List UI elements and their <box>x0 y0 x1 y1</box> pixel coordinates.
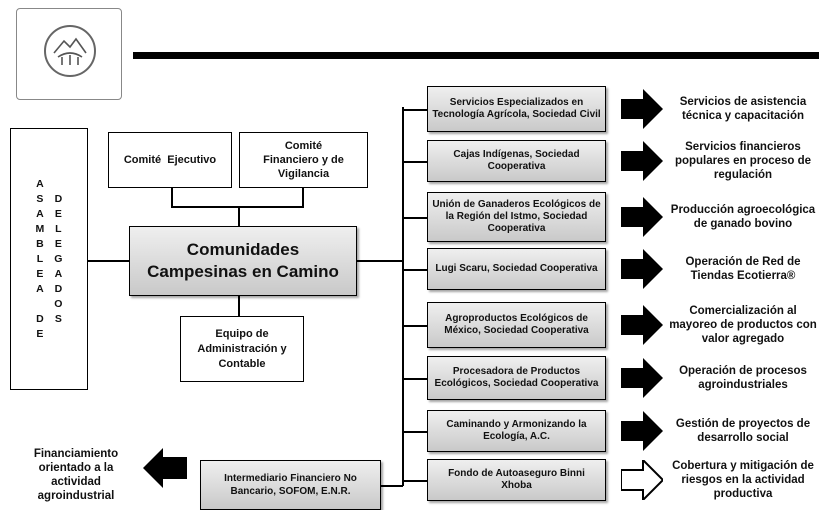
asamblea-letter: E <box>36 327 44 340</box>
asamblea-letter: D <box>54 282 63 295</box>
connector <box>171 206 304 208</box>
outcome-label: Servicios financieros populares en proce… <box>674 141 812 181</box>
entity-label: Procesadora de Productos Ecológicos, Soc… <box>434 366 599 389</box>
arrow-right-icon <box>621 141 663 181</box>
arrow-right-icon <box>621 411 663 451</box>
comite-ejecutivo-label: Comité Ejecutivo <box>123 154 217 166</box>
arrow-right-icon <box>621 89 663 129</box>
asamblea-letter: D <box>54 192 63 205</box>
comite-financiero-label: Comité Financiero y de Vigilancia <box>263 140 344 180</box>
connector <box>403 480 427 482</box>
entity-label: Fondo de Autoaseguro Binni Xhoba <box>448 468 585 491</box>
arrow-right-icon <box>621 358 663 398</box>
connector <box>403 325 427 327</box>
arrow-left-icon <box>143 448 187 488</box>
entity-label: Agroproductos Ecológicos de México, Soci… <box>444 313 589 336</box>
entity-label: Lugi Scaru, Sociedad Cooperativa <box>435 263 598 274</box>
outcome-label: Operación de Red de Tiendas Ecotierra® <box>685 256 801 282</box>
equipo-label: Equipo de Administración y Contable <box>197 327 287 370</box>
entity-box: Fondo de Autoaseguro Binni Xhoba <box>427 459 606 501</box>
outcome-label: Producción agroecológica de ganado bovin… <box>670 204 816 230</box>
entity-label: Servicios Especializados en Tecnología A… <box>432 97 601 120</box>
trunk-line <box>402 107 404 486</box>
connector <box>403 217 427 219</box>
connector <box>403 269 427 271</box>
arrow-right-icon <box>621 305 663 345</box>
arrow-right-icon <box>621 249 663 289</box>
asamblea-letter: G <box>54 252 63 265</box>
asamblea-letter: B <box>36 237 44 250</box>
asamblea-letter: M <box>35 222 45 235</box>
asamblea-letter: O <box>54 297 63 310</box>
entity-box: Unión de Ganaderos Ecológicos de la Regi… <box>427 192 606 242</box>
entity-box: Caminando y Armonizando la Ecología, A.C… <box>427 410 606 452</box>
entity-box: Cajas Indígenas, Sociedad Cooperativa <box>427 140 606 182</box>
asamblea-letter: S <box>36 192 44 205</box>
entity-box: Agroproductos Ecológicos de México, Soci… <box>427 302 606 348</box>
intermediario-label: Intermediario Financiero No Bancario, SO… <box>224 473 357 497</box>
asamblea-letter: A <box>54 267 63 280</box>
connector <box>88 260 130 262</box>
asamblea-letter: E <box>36 267 44 280</box>
connector <box>238 296 240 316</box>
connector <box>238 206 240 226</box>
connector <box>403 161 427 163</box>
outcome-label: Gestión de proyectos de desarrollo socia… <box>675 418 811 444</box>
outcome-label: Comercialización al mayoreo de productos… <box>669 305 817 345</box>
connector <box>403 378 427 380</box>
entity-box: Servicios Especializados en Tecnología A… <box>427 86 606 132</box>
connector <box>403 109 427 111</box>
connector <box>171 188 173 207</box>
header-rule <box>133 52 819 59</box>
logo-emblem <box>44 25 96 77</box>
asamblea-letter: L <box>55 222 62 235</box>
outcome-label: Operación de procesos agroindustriales <box>679 365 807 391</box>
entity-label: Cajas Indígenas, Sociedad Cooperativa <box>453 149 580 172</box>
comite-financiero-box: Comité Financiero y de Vigilancia <box>239 132 368 188</box>
central-box: Comunidades Campesinas en Camino <box>129 226 357 296</box>
comite-ejecutivo-box: Comité Ejecutivo <box>108 132 232 188</box>
asamblea-letter: A <box>36 282 44 295</box>
entity-box: Procesadora de Productos Ecológicos, Soc… <box>427 356 606 400</box>
equipo-box: Equipo de Administración y Contable <box>180 316 304 382</box>
connector <box>403 431 427 433</box>
connector <box>357 260 403 262</box>
asamblea-letter: E <box>54 237 62 250</box>
financiamiento-label: Financiamiento orientado a la actividad … <box>33 448 119 502</box>
logo <box>16 8 122 100</box>
connector <box>302 188 304 207</box>
central-label: Comunidades Campesinas en Camino <box>147 240 339 281</box>
outcome-label: Servicios de asistencia técnica y capaci… <box>679 96 807 122</box>
entity-box: Lugi Scaru, Sociedad Cooperativa <box>427 248 606 290</box>
asamblea-letter: A <box>36 207 44 220</box>
entity-label: Unión de Ganaderos Ecológicos de la Regi… <box>432 199 601 234</box>
asamblea-letter: S <box>54 312 62 325</box>
asamblea-letter: D <box>36 312 44 325</box>
intermediario-box: Intermediario Financiero No Bancario, SO… <box>200 460 381 510</box>
connector <box>381 485 403 487</box>
asamblea-letter: L <box>36 252 44 265</box>
outcome-label: Cobertura y mitigación de riesgos en la … <box>672 460 814 500</box>
arrow-right-icon <box>621 460 663 500</box>
asamblea-letter: E <box>54 207 62 220</box>
arrow-right-icon <box>621 197 663 237</box>
asamblea-letter: A <box>36 177 44 190</box>
entity-label: Caminando y Armonizando la Ecología, A.C… <box>446 419 587 442</box>
